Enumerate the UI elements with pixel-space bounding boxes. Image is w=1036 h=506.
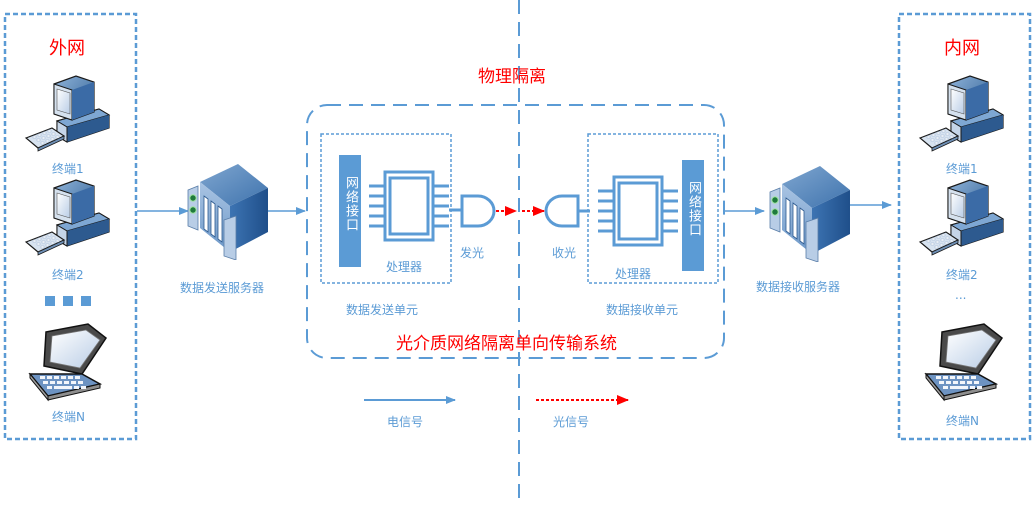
send-server-label: 数据发送服务器 bbox=[180, 281, 265, 295]
send-unit-box bbox=[320, 133, 452, 284]
outer-network-title: 外网 bbox=[49, 38, 85, 59]
inner-network-title: 内网 bbox=[944, 38, 980, 59]
receive-network-interface-bar bbox=[682, 160, 704, 271]
send-unit-label: 数据发送单元 bbox=[346, 303, 419, 317]
outer-network-box bbox=[3, 12, 138, 441]
send-processor-chip-icon bbox=[369, 170, 449, 242]
inner-terminal-1-label: 终端1 bbox=[946, 162, 978, 176]
receive-unit-label: 数据接收单元 bbox=[606, 303, 679, 317]
send-network-interface-bar bbox=[339, 155, 361, 267]
receive-server-icon bbox=[769, 165, 851, 262]
outer-ellipsis-icon bbox=[45, 296, 91, 306]
light-receiver-icon bbox=[544, 194, 580, 228]
inner-ellipsis: ... bbox=[955, 288, 967, 302]
send-processor-label: 处理器 bbox=[386, 260, 423, 274]
inner-terminal-1-desktop-icon bbox=[919, 75, 1004, 152]
receive-server-label: 数据接收服务器 bbox=[756, 280, 841, 294]
inner-terminal-n-laptop-icon bbox=[925, 323, 1003, 401]
send-network-interface-label: 网络接口 bbox=[343, 176, 358, 232]
inner-network-box bbox=[897, 12, 1032, 441]
send-server-icon bbox=[187, 163, 269, 260]
legend-optical-label: 光信号 bbox=[553, 415, 590, 429]
receive-processor-label: 处理器 bbox=[615, 267, 652, 281]
inner-terminal-2-label: 终端2 bbox=[946, 268, 978, 282]
inner-terminal-2-desktop-icon bbox=[919, 179, 1004, 256]
outer-terminal-n-laptop-icon bbox=[29, 323, 107, 401]
inner-terminal-n-label: 终端N bbox=[946, 414, 979, 428]
light-emit-label: 发光 bbox=[460, 246, 485, 260]
legend-electrical-label: 电信号 bbox=[387, 415, 424, 429]
outer-terminal-1-label: 终端1 bbox=[52, 162, 84, 176]
receive-unit-box bbox=[587, 133, 719, 284]
system-title: 光介质网络隔离单向传输系统 bbox=[396, 334, 617, 354]
outer-terminal-n-label: 终端N bbox=[52, 410, 85, 424]
receive-processor-chip-icon bbox=[598, 175, 678, 247]
outer-terminal-1-desktop-icon bbox=[25, 75, 110, 152]
physical-isolation-label: 物理隔离 bbox=[478, 67, 546, 87]
outer-terminal-2-label: 终端2 bbox=[52, 268, 84, 282]
receive-network-interface-label: 网络接口 bbox=[686, 181, 701, 237]
light-receive-label: 收光 bbox=[552, 246, 577, 260]
system-box bbox=[306, 104, 725, 359]
outer-terminal-2-desktop-icon bbox=[25, 179, 110, 256]
light-emitter-icon bbox=[460, 194, 496, 228]
